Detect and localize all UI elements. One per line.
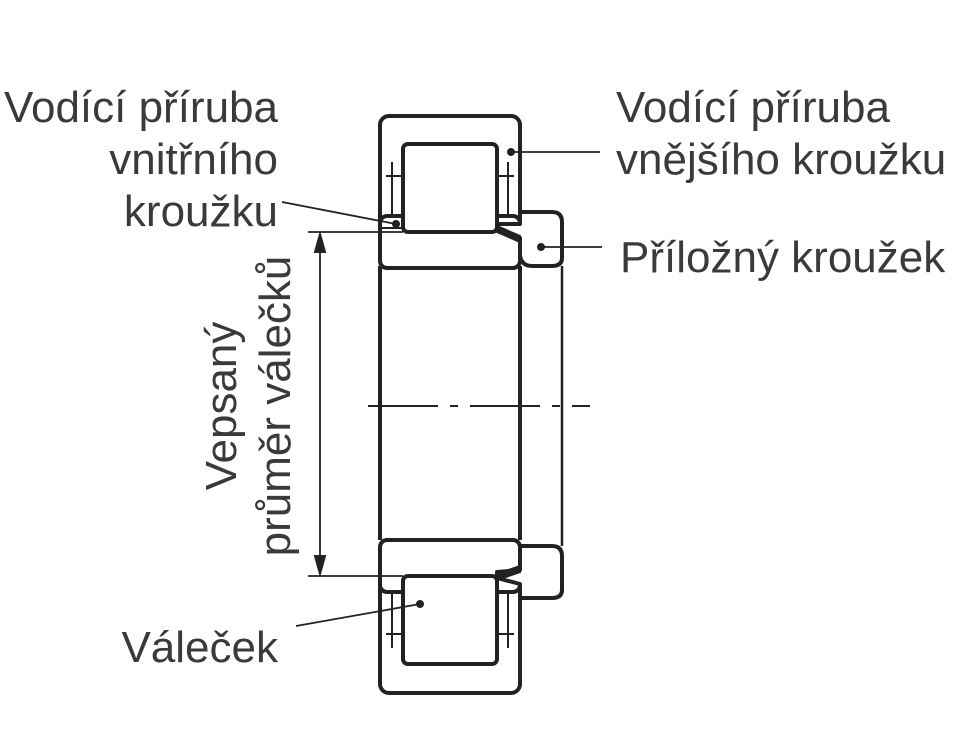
leader-dot-outer-flange bbox=[507, 148, 515, 156]
label-outer-flange-1: Vodící příruba bbox=[616, 83, 890, 132]
thrust-collar-bottom bbox=[495, 544, 564, 600]
thrust-collar-lip-bottom bbox=[496, 564, 521, 582]
label-roller: Váleček bbox=[121, 623, 279, 672]
dimension-arrow-top bbox=[313, 230, 327, 253]
label-inner-flange-2: vnitřního bbox=[109, 135, 278, 184]
label-inner-flange-3: kroužku bbox=[124, 187, 278, 236]
label-roller-set-diameter-1: Vepsaný bbox=[197, 322, 246, 491]
label-outer-flange-2: vnějšího kroužku bbox=[616, 135, 946, 184]
thrust-collar-top bbox=[495, 210, 564, 268]
leader-inner-flange bbox=[281, 201, 397, 225]
dimension-arrow-bottom bbox=[313, 555, 327, 578]
label-thrust-collar: Příložný kroužek bbox=[620, 233, 946, 282]
leader-dot-inner-flange bbox=[392, 220, 400, 228]
leader-dot-roller bbox=[416, 600, 424, 608]
label-roller-set-diameter-2: průměr válečků bbox=[251, 256, 300, 557]
roller-top bbox=[401, 142, 499, 234]
roller-bottom bbox=[401, 574, 499, 666]
thrust-collar-lip-top bbox=[496, 224, 521, 244]
label-inner-flange-1: Vodící příruba bbox=[4, 83, 278, 132]
leader-roller bbox=[295, 603, 421, 627]
leader-dot-thrust-collar bbox=[537, 243, 545, 251]
